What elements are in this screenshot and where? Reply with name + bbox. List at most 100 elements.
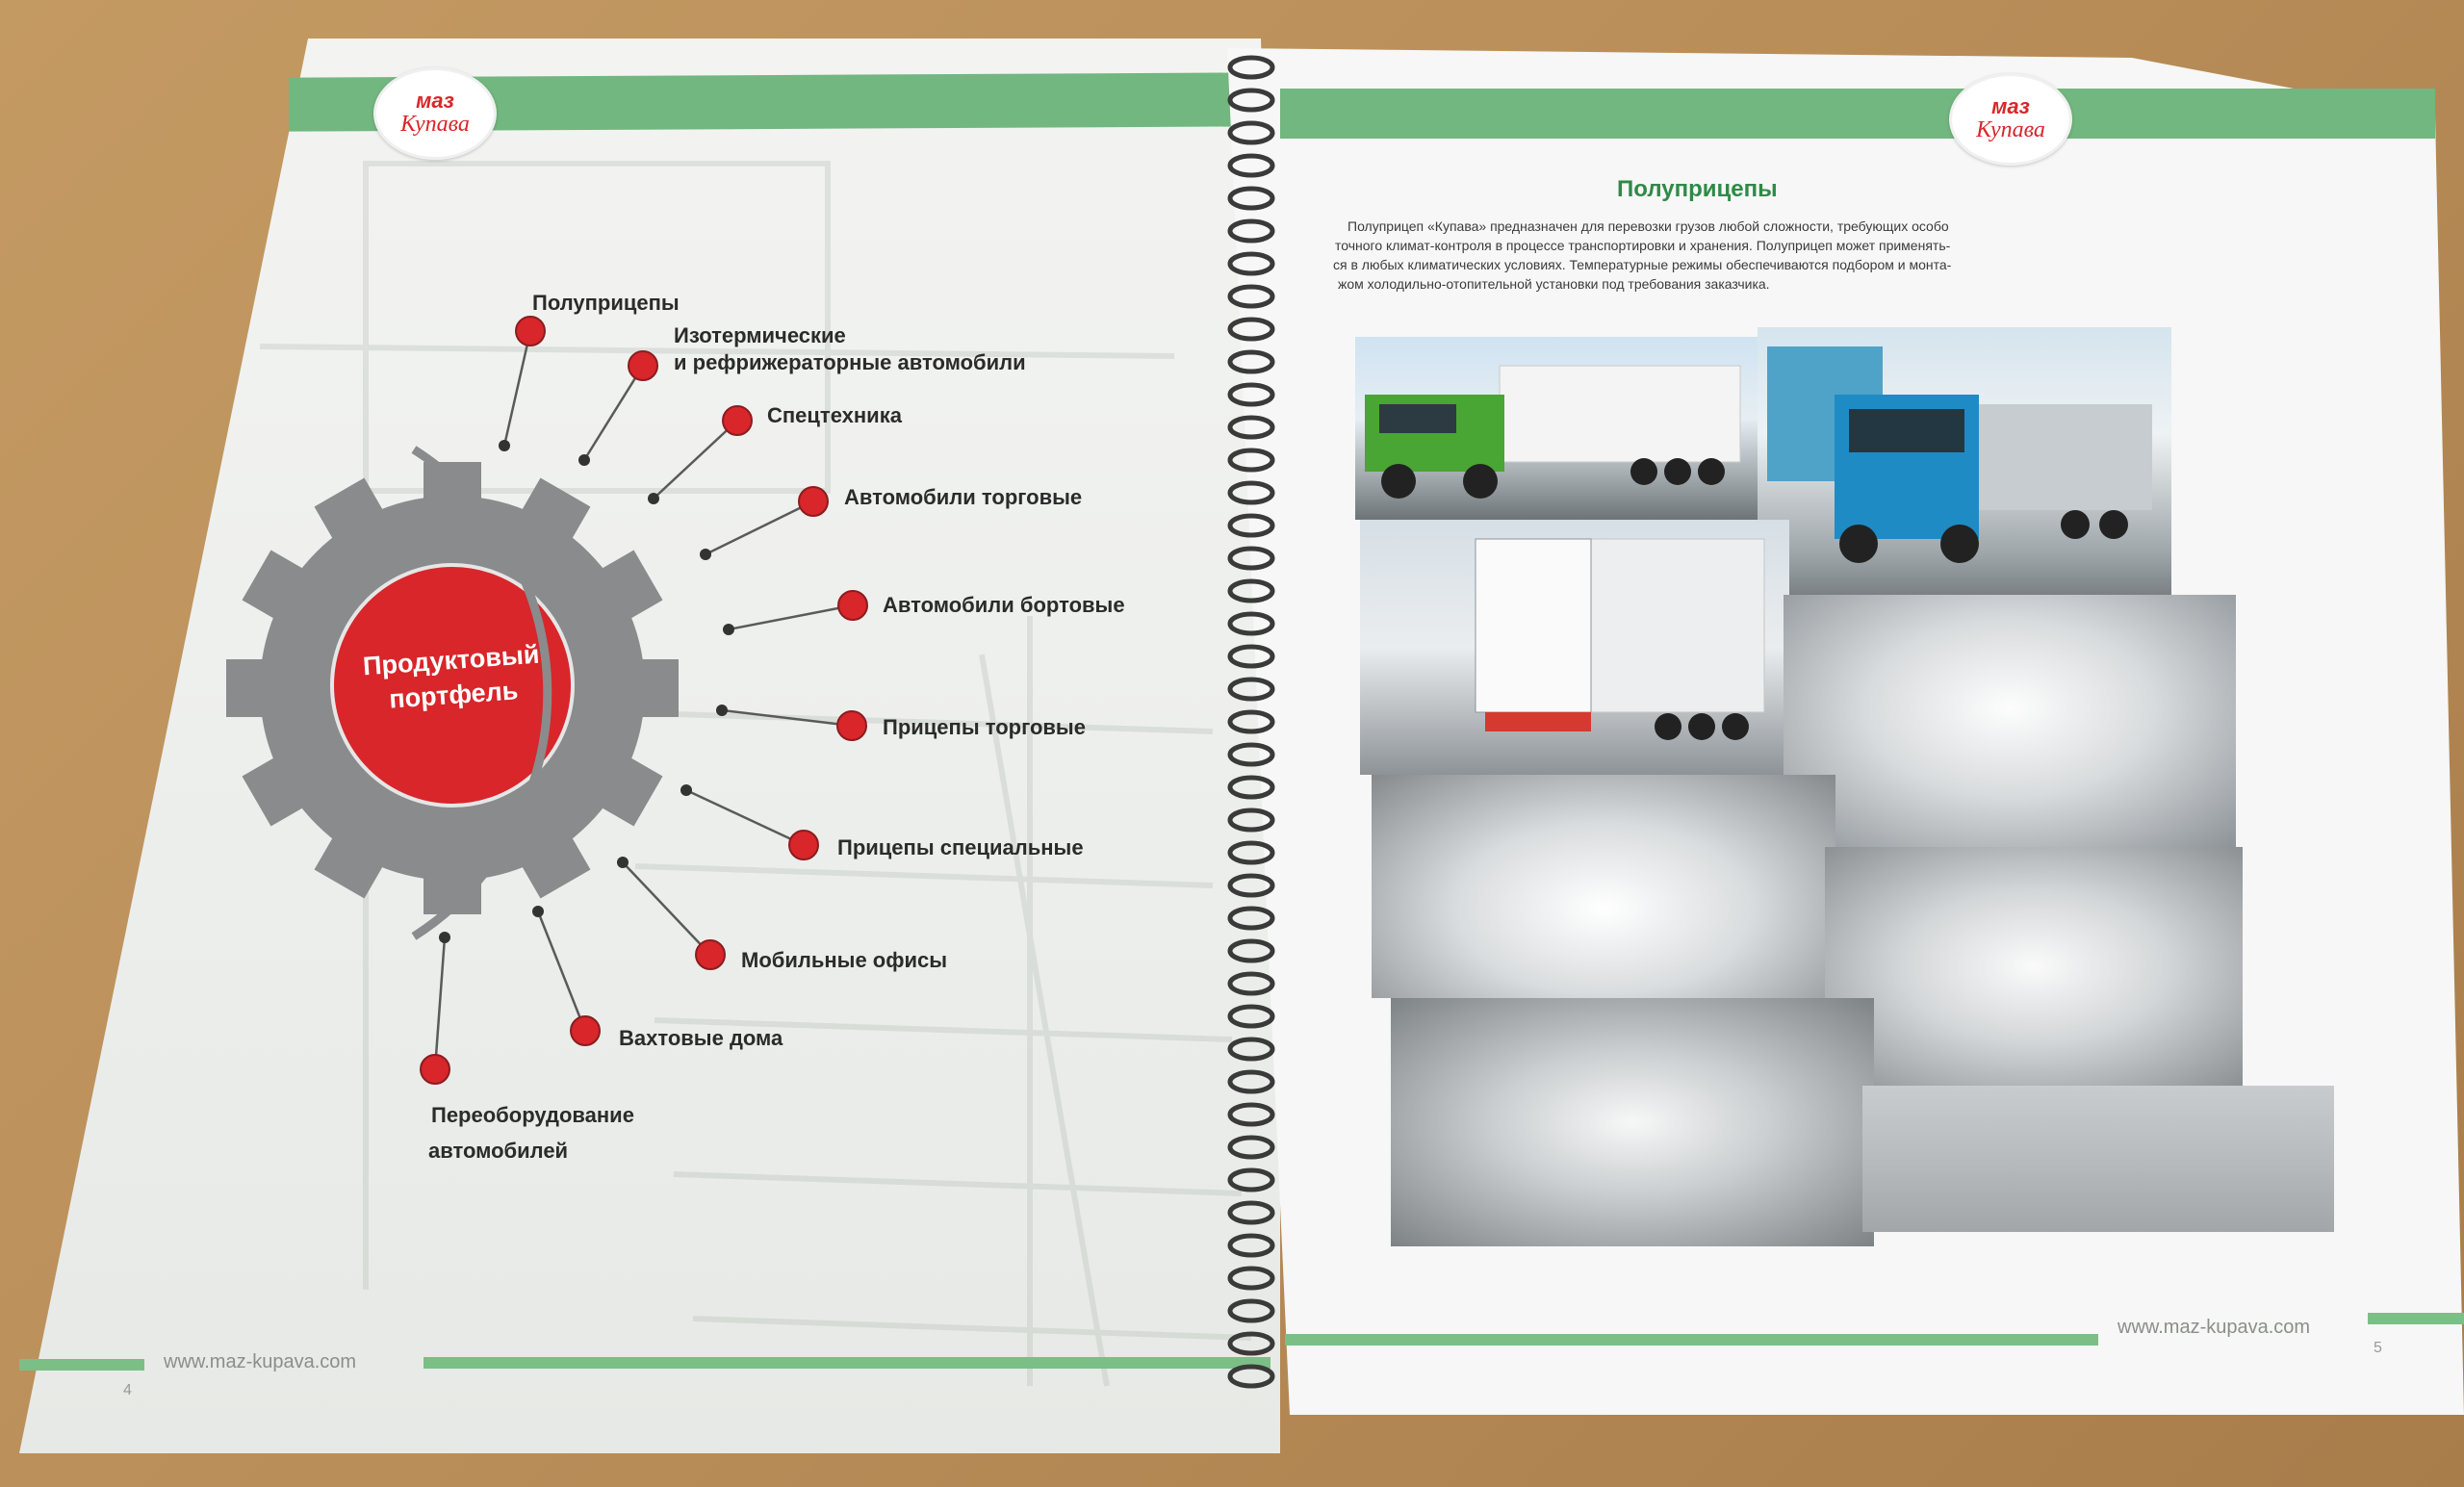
gear-tooth	[575, 742, 663, 827]
photo-interior-1	[1784, 595, 2236, 847]
spiral-coil	[1227, 153, 1275, 178]
spoke-line	[653, 420, 738, 500]
trailer-rear-illustration	[1475, 538, 1765, 740]
junction-dot	[578, 454, 590, 466]
spiral-coil	[1227, 513, 1275, 538]
spiral-coil	[1227, 317, 1275, 342]
spiral-coil	[1227, 1167, 1275, 1192]
gear-tooth	[242, 742, 330, 827]
paragraph-line-3: ся в любых климатических условиях. Темпе…	[1333, 257, 1952, 272]
spiral-coil	[1227, 775, 1275, 800]
spiral-coil	[1227, 1135, 1275, 1160]
spiral-coil	[1227, 186, 1275, 211]
left-page-number: 4	[123, 1382, 132, 1398]
junction-dot	[680, 784, 692, 796]
spoke-line	[728, 603, 854, 631]
spoke-line	[705, 500, 814, 556]
spiral-coil	[1227, 644, 1275, 669]
gear-icon	[226, 462, 679, 914]
spiral-coil	[1227, 1266, 1275, 1291]
spoke-line	[582, 365, 645, 461]
menu-item-semitrailers[interactable]: Полуприцепы	[532, 291, 680, 315]
gear-tooth	[226, 659, 294, 717]
menu-item-isothermal[interactable]: Изотермические	[674, 323, 846, 347]
spiral-coil	[1227, 1069, 1275, 1094]
junction-dot	[648, 493, 659, 504]
spiral-coil	[1227, 546, 1275, 571]
spiral-coil	[1227, 677, 1275, 702]
junction-dot	[617, 857, 629, 868]
spoke-line	[536, 910, 587, 1032]
logo-kupava-text: Купава	[1976, 116, 2045, 142]
menu-dot-icon	[695, 939, 726, 970]
gear-tooth	[611, 659, 679, 717]
spoke-line	[502, 330, 532, 447]
spiral-coil	[1227, 1364, 1275, 1389]
spiral-coil	[1227, 55, 1275, 80]
gear-tooth	[506, 477, 591, 566]
gear-tooth	[314, 810, 398, 899]
logo-maz-text: маз	[1991, 93, 2030, 118]
menu-dot-icon	[722, 405, 753, 436]
junction-dot	[723, 624, 734, 635]
spiral-coil	[1227, 808, 1275, 833]
spiral-coil	[1227, 611, 1275, 636]
spiral-coil	[1227, 971, 1275, 996]
spiral-coil	[1227, 218, 1275, 244]
menu-dot-icon	[788, 830, 819, 860]
photo-interior-2	[1372, 775, 1835, 998]
menu-item-special-equipment[interactable]: Спецтехника	[767, 403, 902, 427]
photo-green-truck	[1355, 337, 1758, 520]
left-footer-band	[424, 1357, 1270, 1369]
spiral-coil	[1227, 906, 1275, 931]
spiral-coil	[1227, 349, 1275, 374]
menu-item-trade-vehicles[interactable]: Автомобили торговые	[844, 485, 1083, 509]
spiral-coil	[1227, 1298, 1275, 1323]
junction-dot	[499, 440, 510, 451]
spiral-coil	[1227, 382, 1275, 407]
logo-maz-text: маз	[416, 88, 454, 113]
menu-item-isothermal-line2[interactable]: и рефрижераторные автомобили	[674, 350, 1026, 374]
spiral-coil	[1227, 873, 1275, 898]
spiral-coil	[1227, 1331, 1275, 1356]
menu-item-mobile-offices[interactable]: Мобильные офисы	[741, 948, 948, 972]
menu-item-reequipment-line2[interactable]: автомобилей	[428, 1139, 569, 1163]
paragraph-line-2: точного климат-контроля в процессе транс…	[1335, 238, 1951, 253]
menu-dot-icon	[515, 316, 546, 346]
right-footer-band	[1285, 1334, 2098, 1346]
gear-tooth	[575, 550, 663, 634]
spiral-coil	[1227, 742, 1275, 767]
left-footer-band-short	[19, 1359, 144, 1371]
gear-tooth	[242, 550, 330, 634]
section-title: Полуприцепы	[1617, 176, 1778, 202]
right-brand-logo: маз Купава	[1949, 73, 2072, 166]
spiral-coil	[1227, 88, 1275, 113]
menu-dot-icon	[798, 486, 829, 517]
spiral-coil	[1227, 1233, 1275, 1258]
right-footer-url[interactable]: www.maz-kupava.com	[2118, 1317, 2311, 1338]
spiral-coil	[1227, 1037, 1275, 1062]
right-footer-band-short	[2368, 1313, 2464, 1324]
spoke-line	[685, 788, 805, 847]
junction-dot	[716, 705, 728, 716]
menu-dot-icon	[570, 1015, 601, 1046]
menu-item-flatbed-vehicles[interactable]: Автомобили бортовые	[883, 593, 1125, 617]
menu-item-reequipment[interactable]: Переоборудование	[431, 1103, 634, 1127]
left-footer-url[interactable]: www.maz-kupava.com	[164, 1351, 357, 1372]
spiral-coil	[1227, 251, 1275, 276]
photo-trailer-rear-open	[1360, 520, 1789, 775]
photo-interior-floor	[1862, 1086, 2334, 1232]
photo-blue-truck	[1758, 327, 2171, 595]
spiral-coil	[1227, 415, 1275, 440]
menu-item-trade-trailers[interactable]: Прицепы торговые	[883, 715, 1086, 739]
gear-tooth	[506, 810, 591, 899]
spiral-coil	[1227, 1004, 1275, 1029]
menu-item-shift-houses[interactable]: Вахтовые дома	[619, 1026, 783, 1050]
photo-interior-3	[1825, 847, 2243, 1086]
photo-interior-4	[1391, 998, 1874, 1246]
spoke-line	[622, 861, 711, 956]
blue-truck-illustration	[1767, 346, 2152, 563]
spiral-binding	[1227, 55, 1275, 1389]
menu-item-special-trailers[interactable]: Прицепы специальные	[837, 835, 1084, 859]
